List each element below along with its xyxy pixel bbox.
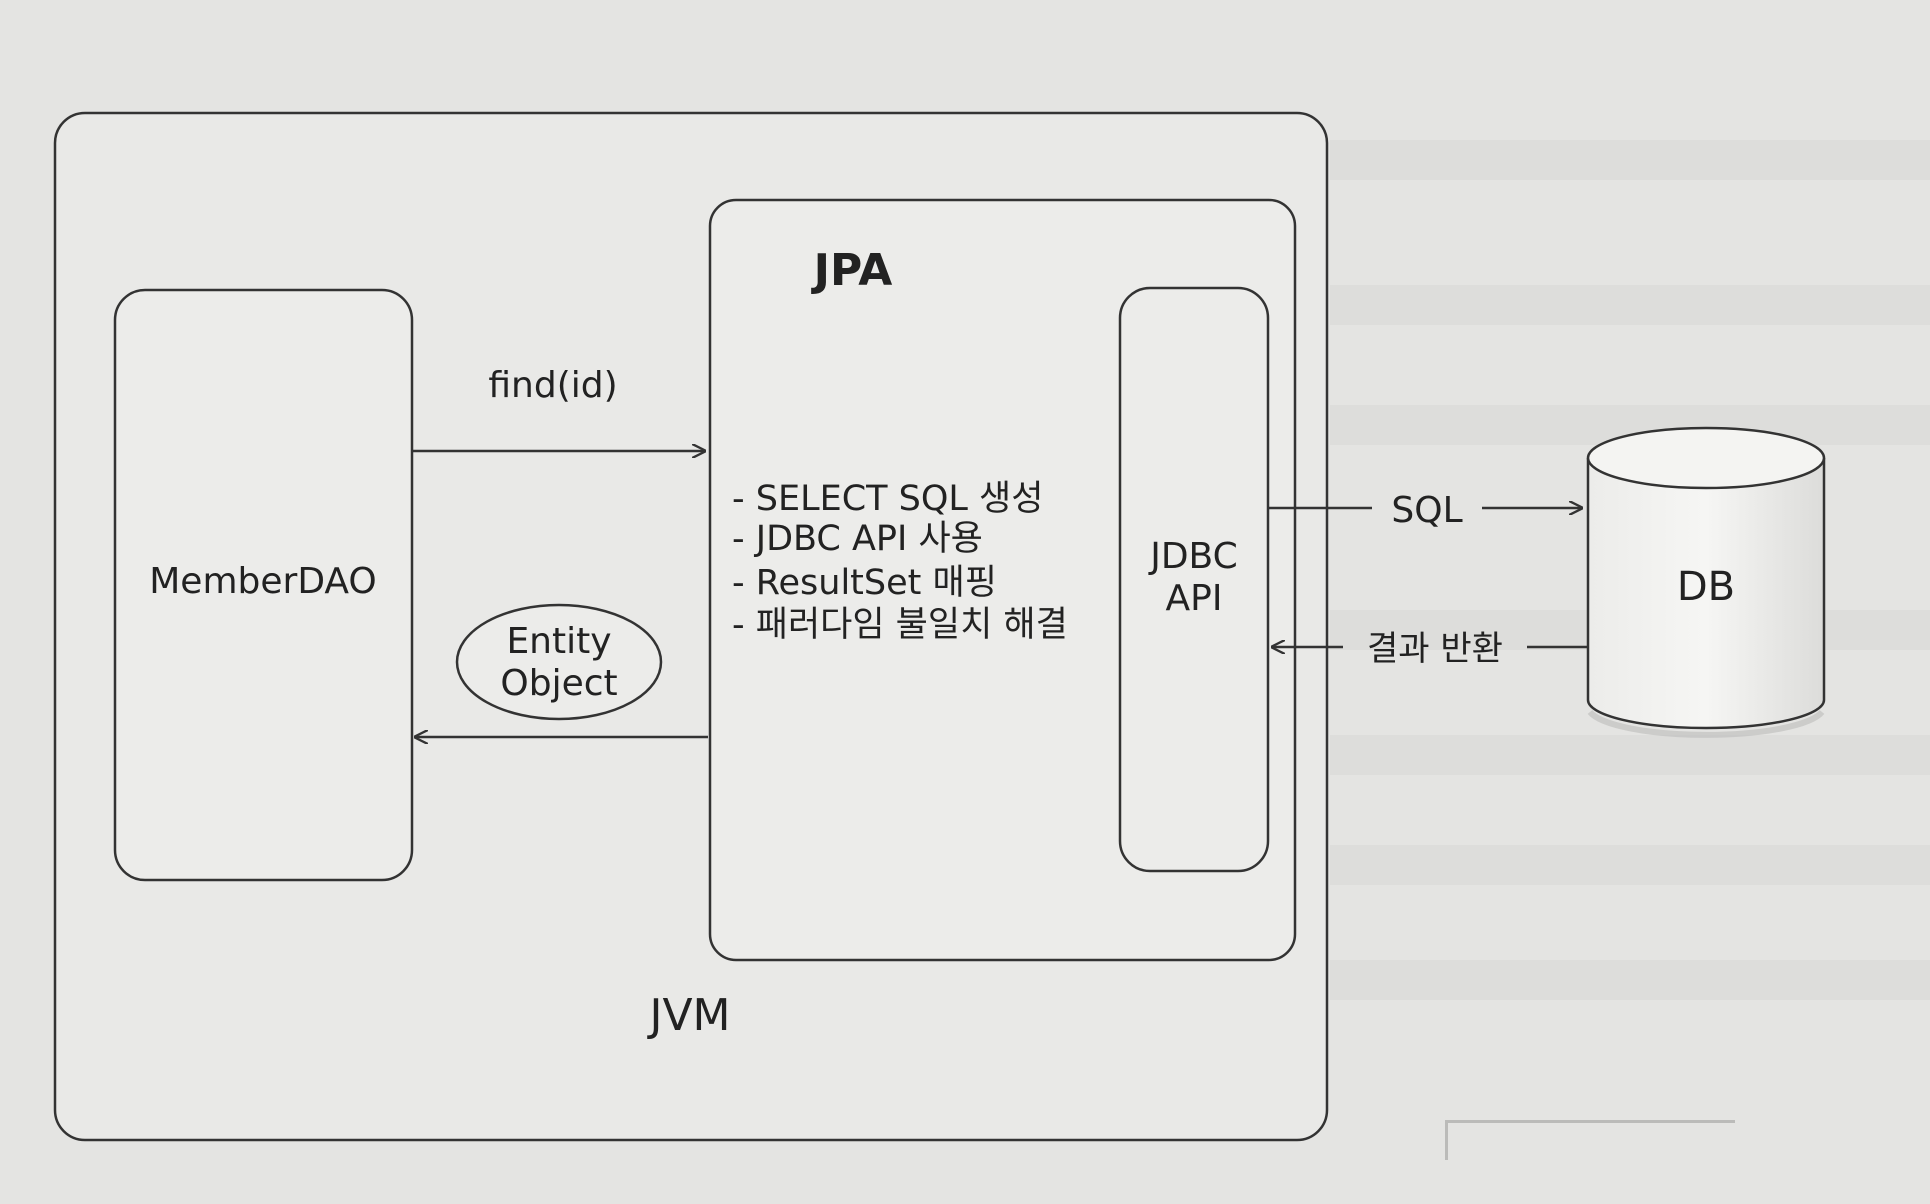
db-label: DB [1677,564,1735,610]
entity-object-label-line2: Object [500,663,617,704]
jdbc-api-label-line1: JDBC [1148,536,1238,577]
find-label: find(id) [488,365,617,406]
jvm-label: JVM [646,990,730,1041]
jpa-task-item: - 패러다임 불일치 해결 [732,605,1068,645]
sql-label: SQL [1391,490,1462,531]
entity-object-ellipse [455,603,663,721]
member-dao-label: MemberDAO [149,561,377,602]
result-label: 결과 반환 [1367,629,1503,669]
jpa-task-item: - SELECT SQL 생성 [732,479,1043,519]
jpa-task-item: - ResultSet 매핑 [732,563,997,603]
jpa-label: JPA [811,245,893,296]
jdbc-api-label-line2: API [1166,578,1223,619]
database-icon [1586,426,1826,738]
jdbc-api-box [1118,286,1270,873]
entity-object-label-line1: Entity [506,621,611,662]
member-dao-box [113,288,414,882]
jpa-task-item: - JDBC API 사용 [732,519,983,559]
jpa-task-list: - SELECT SQL 생성 - JDBC API 사용 - ResultSe… [732,479,1068,645]
